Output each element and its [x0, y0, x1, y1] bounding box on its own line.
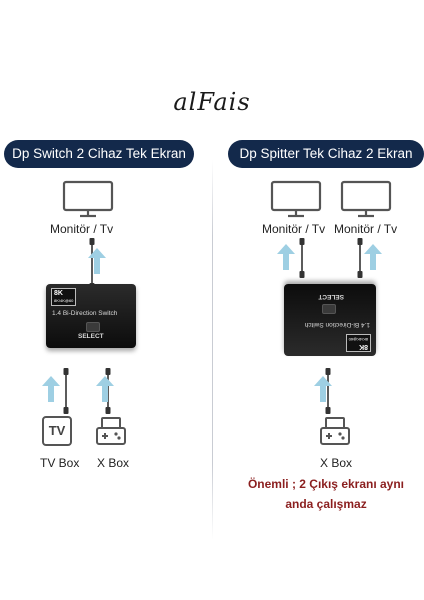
select-label: SELECT	[78, 333, 104, 340]
monitor-label: Monitör / Tv	[50, 222, 114, 236]
select-label: SELECT	[318, 293, 344, 300]
up-arrow-icon	[96, 376, 114, 402]
x-box-label: X Box	[320, 456, 353, 470]
up-arrow-icon	[314, 376, 332, 402]
tv-box-icon: TV	[42, 416, 72, 446]
device-badge: 8K 8K/4K@60	[345, 334, 371, 352]
device-badge-bottom: 8K/4K@60	[54, 298, 74, 303]
monitor-label: Monitör / Tv	[262, 222, 326, 236]
section-divider	[212, 160, 213, 540]
warning-line-1: Önemli ; 2 Çıkış ekranı aynı	[247, 477, 405, 491]
brand-logo: alFais	[173, 88, 251, 116]
device-badge-top: 8K	[359, 343, 368, 350]
monitor-icon	[62, 180, 114, 218]
device-badge-bottom: 8K/4K@60	[348, 337, 368, 342]
device-badge-top: 8K	[54, 290, 63, 297]
monitor-icon	[340, 180, 392, 218]
game-console-icon	[96, 417, 126, 445]
game-console-icon	[320, 417, 350, 445]
cable-icon	[357, 238, 363, 278]
x-box-label: X Box	[97, 456, 130, 470]
dp-splitter-device: 8K 8K/4K@60 1.4 Bi-Direction Switch SELE…	[284, 284, 376, 356]
up-arrow-icon	[42, 376, 60, 402]
cable-icon	[325, 368, 331, 414]
left-section-title: Dp Switch 2 Cihaz Tek Ekran	[4, 140, 194, 168]
dp-switch-device: 8K 8K/4K@60 1.4 Bi-Direction Switch SELE…	[46, 284, 136, 348]
up-arrow-icon	[88, 248, 106, 274]
up-arrow-icon	[277, 244, 295, 270]
tv-box-label: TV Box	[40, 456, 80, 470]
device-badge: 8K 8K/4K@60	[51, 288, 77, 306]
monitor-label: Monitör / Tv	[334, 222, 398, 236]
device-model-text: 1.4 Bi-Direction Switch	[52, 310, 118, 317]
select-button	[322, 304, 336, 314]
device-model-text: 1.4 Bi-Direction Switch	[304, 321, 370, 328]
warning-line-2: anda çalışmaz	[285, 497, 367, 511]
cable-icon	[299, 238, 305, 278]
select-button	[86, 322, 100, 332]
right-section-title: Dp Spitter Tek Cihaz 2 Ekran	[228, 140, 424, 168]
up-arrow-icon	[364, 244, 382, 270]
monitor-icon	[270, 180, 322, 218]
cable-icon	[63, 368, 69, 414]
